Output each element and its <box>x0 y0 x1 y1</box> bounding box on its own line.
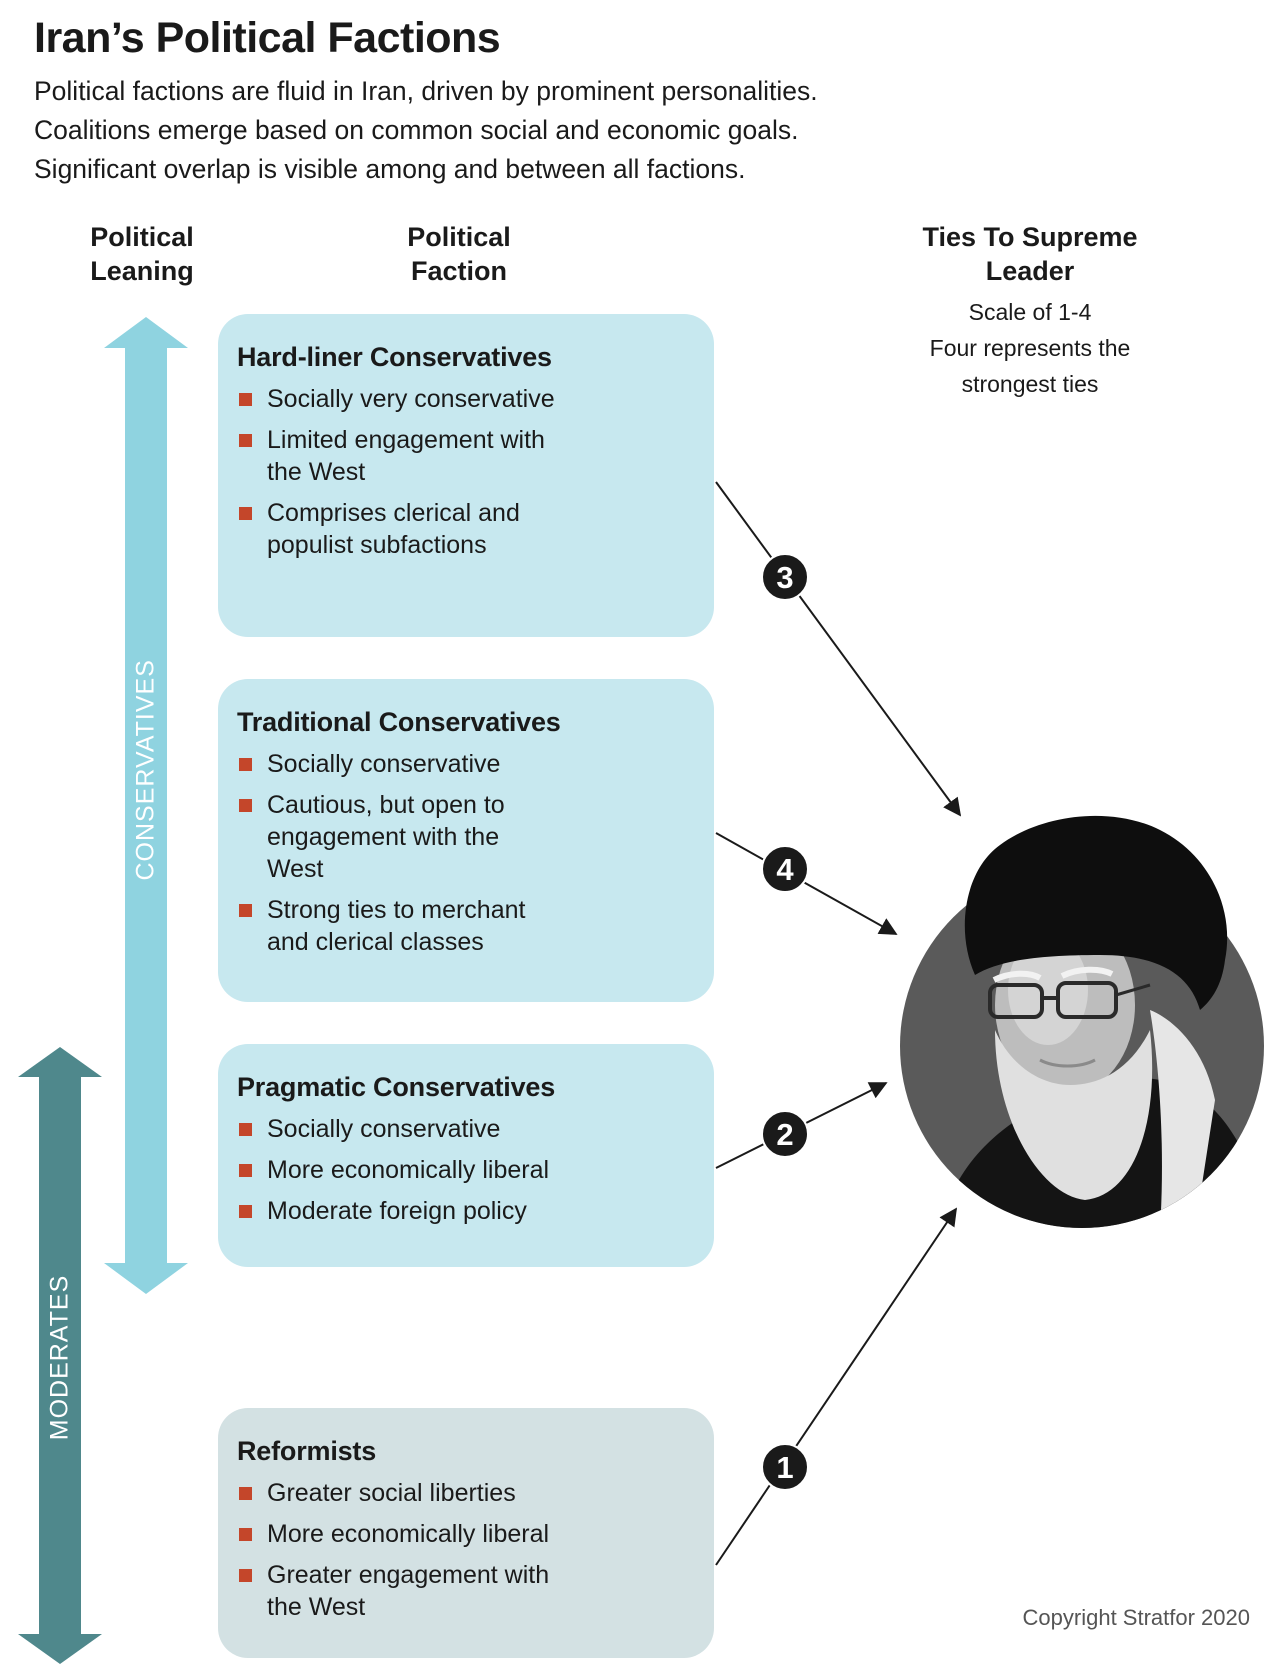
faction-card-traditional: Traditional Conservatives Socially conse… <box>218 679 714 1002</box>
trait-item: More economically liberal <box>237 1154 694 1186</box>
faction-title: Traditional Conservatives <box>237 707 561 737</box>
faction-traits: Socially very conservative Limited engag… <box>237 383 694 561</box>
faction-title: Hard-liner Conservatives <box>237 342 552 372</box>
trait-item: More economically liberal <box>237 1518 694 1550</box>
ties-rating-badge-traditional: 4 <box>761 845 809 893</box>
ties-rating-badge-pragmatic: 2 <box>761 1110 809 1158</box>
connector-arrow-traditional <box>715 832 898 935</box>
trait-item: Comprises clerical and populist subfacti… <box>237 497 694 561</box>
trait-item: Cautious, but open to engagement with th… <box>237 789 694 885</box>
svg-text:1: 1 <box>776 1450 793 1485</box>
column-header-ties: Ties To Supreme Leader <box>922 222 1138 286</box>
connector-arrow-hardliner <box>715 481 962 817</box>
column-header-leaning: Political Leaning <box>90 222 194 286</box>
subtitle-line: Political factions are fluid in Iran, dr… <box>34 76 818 106</box>
subtitle: Political factions are fluid in Iran, dr… <box>34 72 1234 189</box>
trait-item: Greater social liberties <box>237 1477 694 1509</box>
subtitle-line: Coalitions emerge based on common social… <box>34 115 799 145</box>
faction-traits: Greater social liberties More economical… <box>237 1477 694 1623</box>
trait-item: Moderate foreign policy <box>237 1195 694 1227</box>
trait-item: Socially conservative <box>237 748 694 780</box>
copyright: Copyright Stratfor 2020 <box>1022 1605 1250 1630</box>
faction-card-reformists: Reformists Greater social liberties More… <box>218 1408 714 1658</box>
svg-text:4: 4 <box>776 852 794 887</box>
trait-item: Greater engagement with the West <box>237 1559 694 1623</box>
faction-title: Pragmatic Conservatives <box>237 1072 556 1102</box>
faction-title: Reformists <box>237 1436 377 1466</box>
trait-item: Limited engagement with the West <box>237 424 694 488</box>
column-header-faction: Political Faction <box>407 222 511 286</box>
supreme-leader-portrait-icon <box>900 815 1264 1228</box>
faction-card-hardliner: Hard-liner Conservatives Socially very c… <box>218 314 714 637</box>
ties-scale-note: Scale of 1-4 Four represents the stronge… <box>929 299 1131 397</box>
moderates-arrow <box>18 1047 102 1664</box>
trait-item: Socially conservative <box>237 1113 694 1145</box>
conservatives-arrow <box>104 317 188 1294</box>
svg-text:3: 3 <box>776 560 793 595</box>
faction-card-pragmatic: Pragmatic Conservatives Socially conserv… <box>218 1044 714 1267</box>
subtitle-line: Significant overlap is visible among and… <box>34 154 746 184</box>
page-title: Iran’s Political Factions <box>34 14 501 62</box>
faction-traits: Socially conservative Cautious, but open… <box>237 748 694 958</box>
faction-traits: Socially conservative More economically … <box>237 1113 694 1227</box>
ties-rating-badge-hardliner: 3 <box>761 553 809 601</box>
trait-item: Socially very conservative <box>237 383 694 415</box>
trait-item: Strong ties to merchant and clerical cla… <box>237 894 694 958</box>
svg-text:2: 2 <box>776 1117 793 1152</box>
connector-arrow-reformists <box>715 1207 958 1566</box>
ties-rating-badge-reformists: 1 <box>761 1443 809 1491</box>
